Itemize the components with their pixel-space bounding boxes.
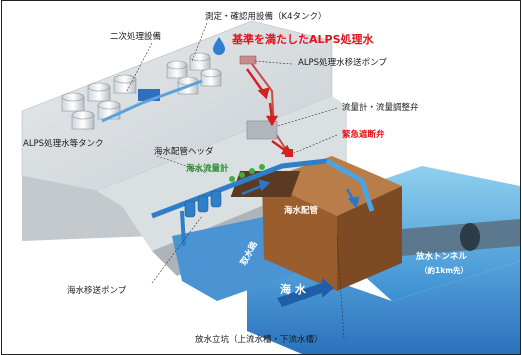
seawater-pump-group bbox=[184, 190, 222, 218]
concrete-left bbox=[262, 181, 337, 291]
seawater-pump bbox=[210, 190, 222, 208]
k4-tank bbox=[166, 60, 188, 79]
seawater-pump bbox=[184, 200, 196, 218]
concrete-right bbox=[337, 186, 402, 291]
cliff-face bbox=[22, 176, 152, 241]
flow-arrow-head bbox=[258, 179, 271, 192]
k4-tank bbox=[189, 52, 211, 71]
flowmeter-marker bbox=[229, 176, 235, 182]
label-seawater: 海 水 bbox=[280, 283, 306, 296]
pump-station bbox=[239, 55, 257, 65]
label-alps-pump: ALPS処理水移送ポンプ bbox=[298, 58, 387, 68]
label-seawater-header: 海水配管ヘッダ bbox=[154, 147, 214, 157]
seawater-pump bbox=[197, 195, 209, 213]
label-tunnel: 放水トンネル bbox=[416, 252, 467, 262]
flow-meter-unit bbox=[246, 120, 278, 140]
flowmeter-marker bbox=[239, 172, 245, 178]
label-seawater-pump: 海水移送ポンプ bbox=[67, 286, 127, 296]
storage-tank bbox=[87, 82, 111, 102]
transfer-pipe bbox=[251, 63, 288, 152]
storage-tank bbox=[61, 92, 85, 112]
label-discharge-shaft: 放水立坑（上流水槽・下流水槽） bbox=[195, 335, 323, 345]
label-seawater-pipe: 海水配管 bbox=[284, 206, 319, 216]
storage-tank bbox=[71, 110, 95, 130]
label-alps-tanks: ALPS処理水等タンク bbox=[23, 139, 104, 149]
alps-tank-group bbox=[61, 74, 137, 130]
label-headline: 基準を満たしたALPS処理水 bbox=[232, 33, 374, 46]
label-flow-meter: 流量計・流量調整弁 bbox=[342, 103, 419, 113]
flow-arrow-head bbox=[257, 87, 270, 100]
flow-arrow bbox=[246, 68, 265, 94]
label-secondary-treatment: 二次処理設備 bbox=[110, 32, 162, 42]
label-measurement-tank: 測定・確認用設備（K4タンク） bbox=[205, 12, 327, 22]
flowmeter-markers bbox=[229, 164, 265, 182]
emergency-valve bbox=[285, 149, 293, 157]
leader-line bbox=[293, 134, 338, 154]
flow-arrow-head bbox=[265, 115, 279, 127]
flowmeter-marker bbox=[249, 168, 255, 174]
alps-pipe bbox=[101, 79, 203, 123]
leader-line bbox=[253, 60, 293, 65]
seawater-header-pipe bbox=[151, 158, 328, 219]
flowmeter-marker bbox=[259, 164, 265, 170]
k4-tank bbox=[200, 68, 222, 87]
seawater-direction-arrow bbox=[277, 278, 334, 307]
storage-tank bbox=[113, 74, 137, 94]
seawater-pipe-to-shaft bbox=[325, 158, 375, 212]
flow-arrow-head bbox=[347, 196, 360, 209]
droplet-icon bbox=[213, 37, 225, 55]
seawater-flow-arrows bbox=[241, 179, 360, 209]
label-tunnel-length: （約1km先） bbox=[420, 266, 469, 275]
leader-line bbox=[336, 235, 345, 339]
leader-lines bbox=[126, 22, 345, 339]
tunnel-mouth bbox=[460, 223, 480, 251]
leader-line bbox=[156, 155, 208, 174]
label-seawater-flowmeter: 海水流量計 bbox=[186, 164, 229, 174]
label-emergency-valve: 緊急遮断弁 bbox=[342, 130, 385, 140]
flow-arrow bbox=[271, 140, 287, 152]
